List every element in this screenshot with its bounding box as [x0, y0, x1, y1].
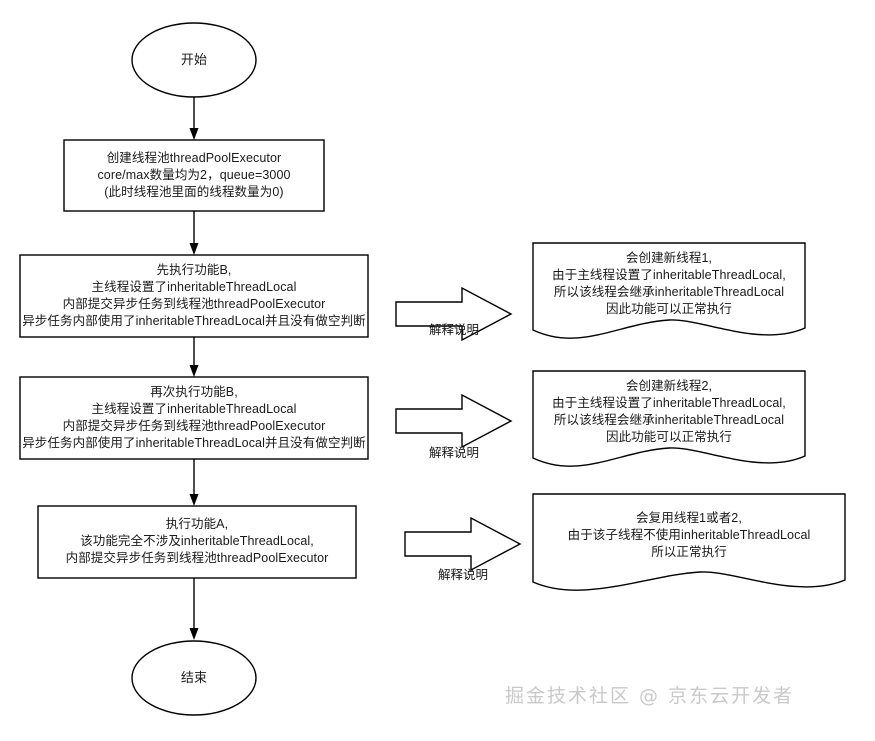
block-arrow-2-shape[interactable]	[395, 393, 513, 449]
block-arrow-1-shape[interactable]	[395, 286, 513, 342]
note-3-shape[interactable]	[532, 493, 846, 591]
block-arrow-3-label: 解释说明	[437, 568, 488, 582]
node-step-b-first-shape[interactable]	[19, 254, 369, 338]
note-1-shape[interactable]	[532, 242, 806, 339]
block-arrow-1-label: 解释说明	[428, 323, 479, 337]
connector-step-a-to-end	[189, 578, 199, 640]
watermark: 掘金技术社区 @ 京东云开发者	[505, 685, 795, 707]
node-step-a-shape[interactable]	[37, 505, 357, 579]
node-create-pool-shape[interactable]	[63, 139, 325, 212]
connector-create-pool-to-step-b-first	[189, 211, 199, 255]
node-end-shape[interactable]	[131, 640, 257, 716]
note-2-shape[interactable]	[532, 370, 806, 467]
node-start-shape[interactable]	[131, 22, 257, 98]
connector-start-to-create-pool	[189, 97, 199, 140]
node-step-b-second-shape[interactable]	[19, 376, 369, 460]
connector-step-b-first-to-step-b-second	[189, 337, 199, 377]
block-arrow-3-shape[interactable]	[404, 516, 522, 572]
block-arrow-2-label: 解释说明	[428, 446, 479, 460]
connector-step-b-second-to-step-a	[189, 459, 199, 506]
